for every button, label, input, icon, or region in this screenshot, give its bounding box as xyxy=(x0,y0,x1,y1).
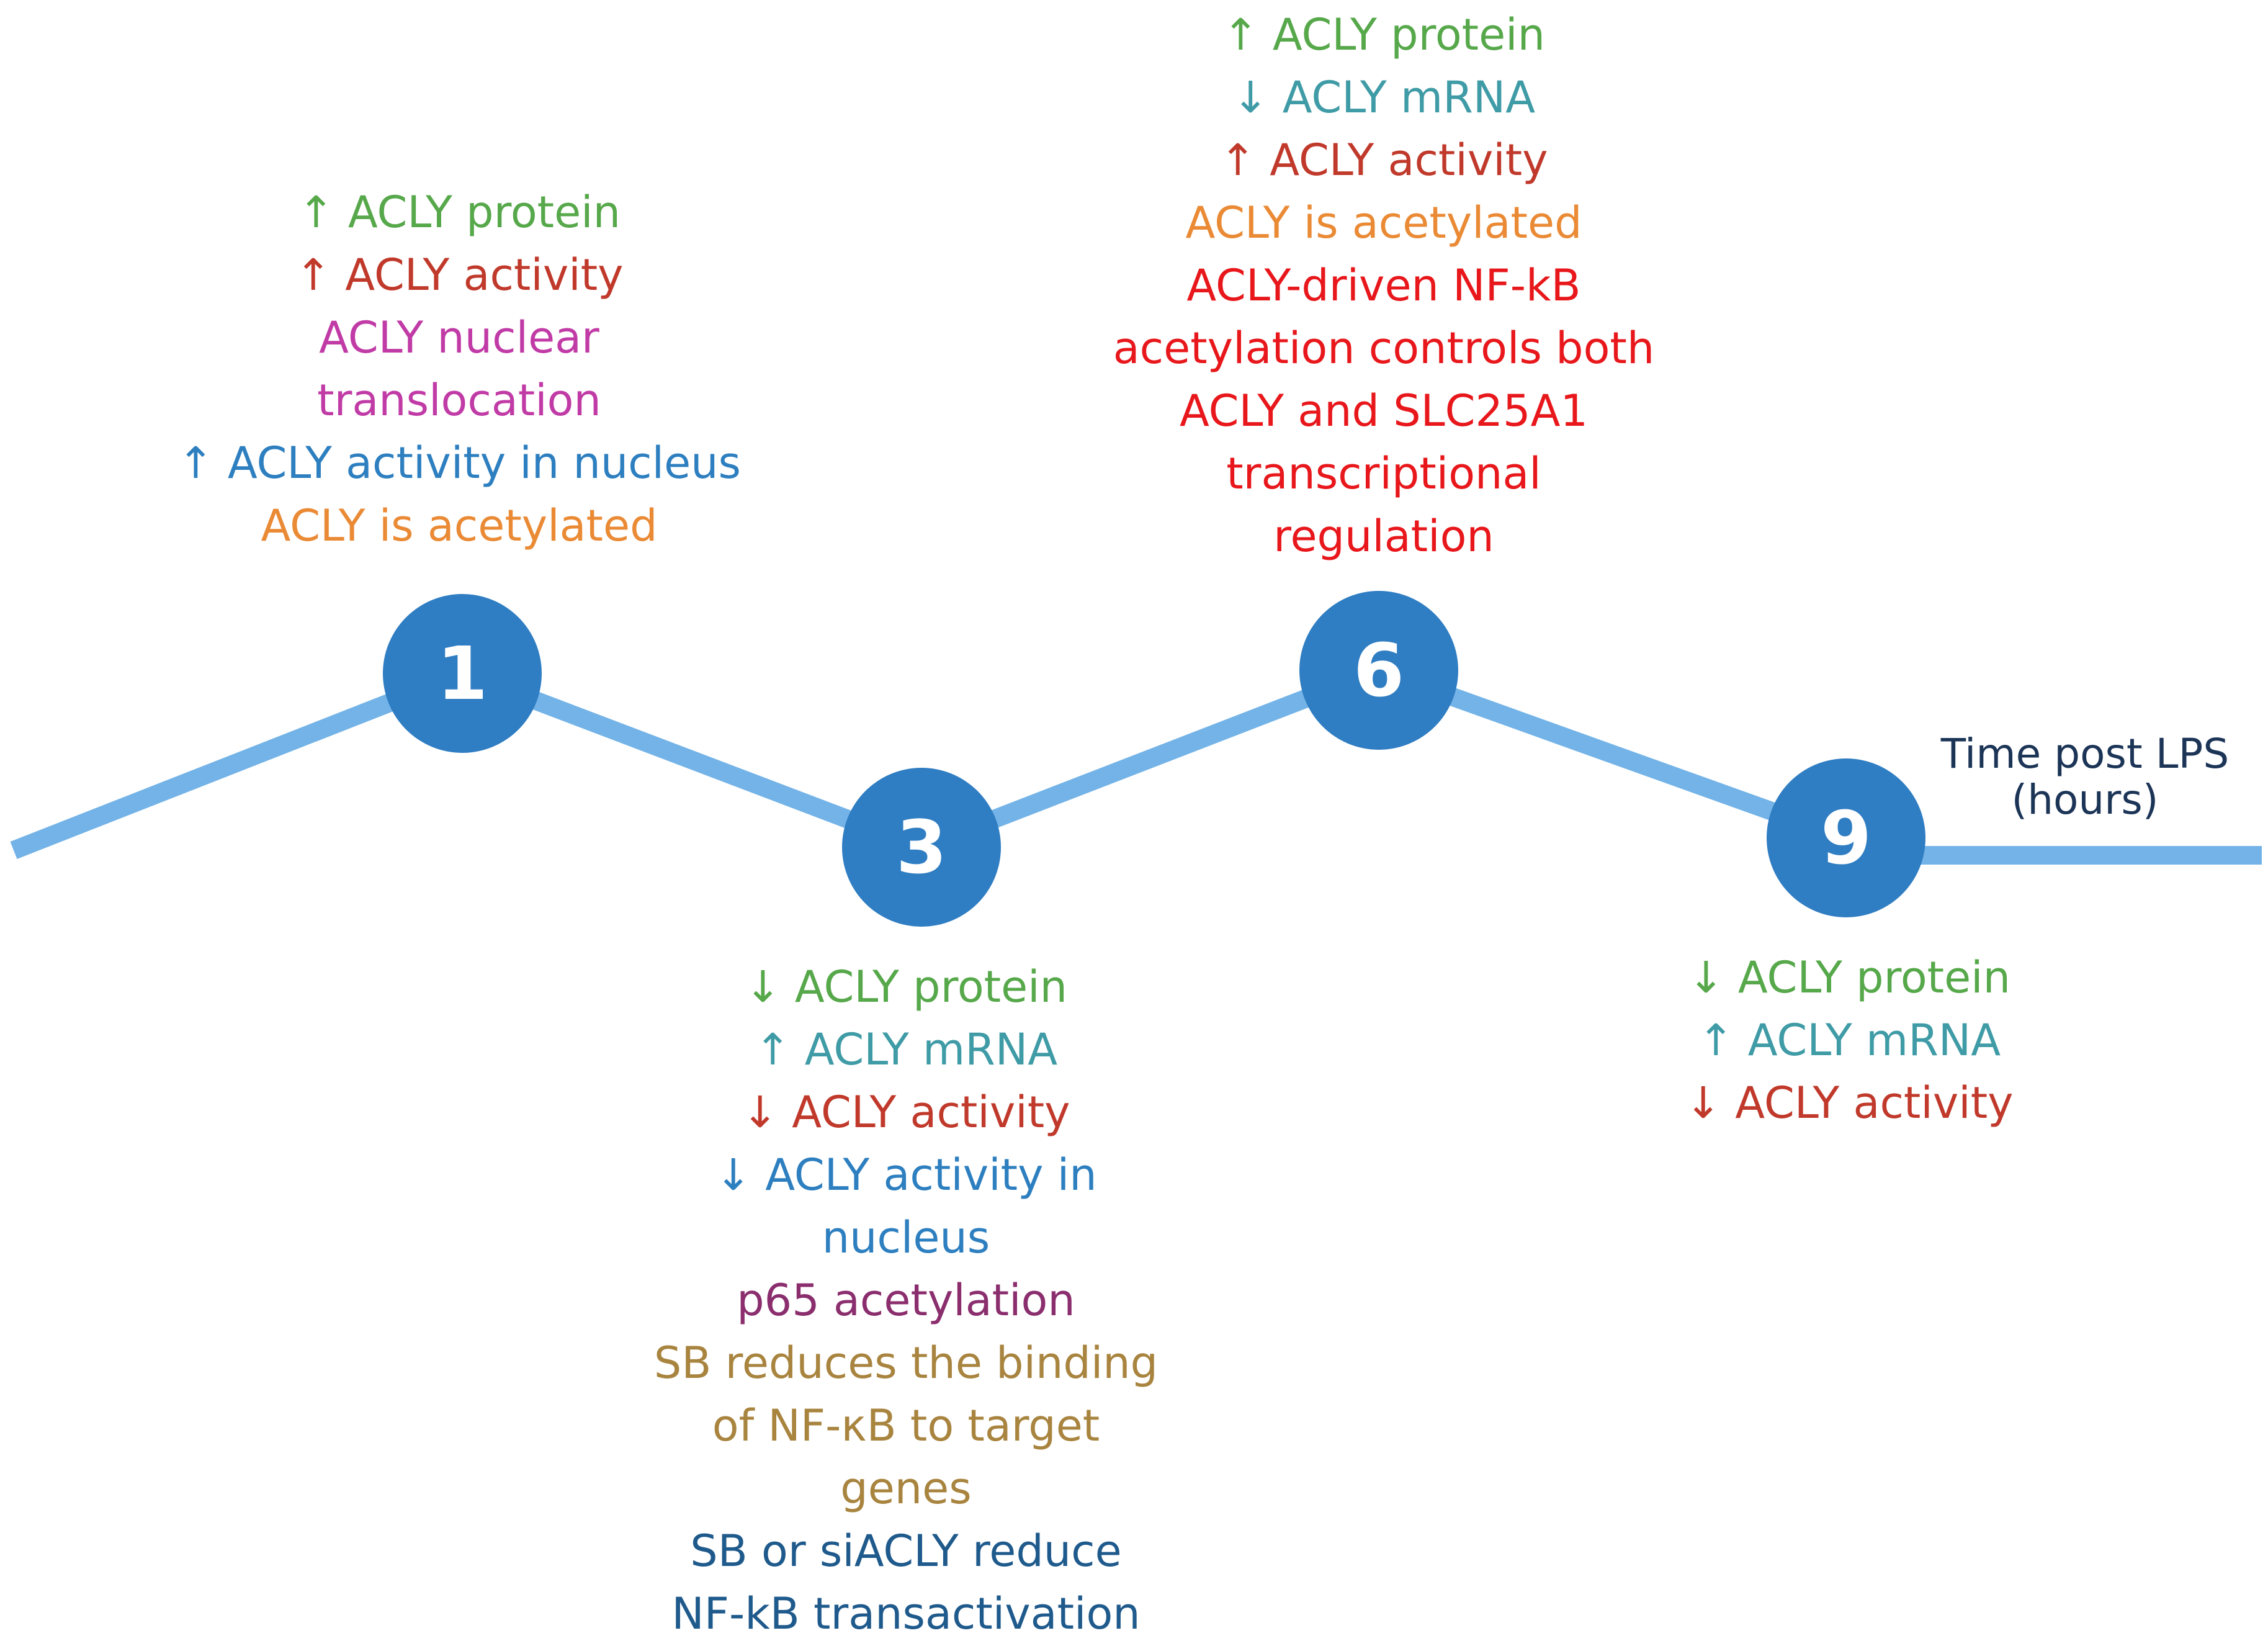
annotation-3h-line-2: ↑ ACLY mRNA xyxy=(754,1024,1058,1075)
annotation-3h-line-10: SB or siACLY reduce xyxy=(690,1526,1122,1577)
annotation-3h: ↓ ACLY protein ↑ ACLY mRNA ↓ ACLY activi… xyxy=(596,956,1216,1645)
node-9-circle xyxy=(1767,758,1925,917)
node-1: 1 xyxy=(383,594,542,753)
node-1-label: 1 xyxy=(437,631,488,716)
node-3-circle xyxy=(842,768,1001,927)
annotation-6h-line-5: ACLY-driven NF-kB xyxy=(1186,260,1581,311)
annotation-3h-line-4: ↓ ACLY activity in xyxy=(715,1149,1097,1200)
node-1-circle xyxy=(383,594,542,753)
annotation-3h-line-3: ↓ ACLY activity xyxy=(742,1087,1070,1138)
annotation-6h-line-9: regulation xyxy=(1273,511,1494,562)
annotation-9h-line-3: ↓ ACLY activity xyxy=(1685,1077,2014,1128)
annotation-9h: ↓ ACLY protein ↑ ACLY mRNA ↓ ACLY activi… xyxy=(1601,947,2097,1135)
annotation-3h-line-8: of NF-κB to target xyxy=(712,1400,1100,1451)
annotation-1h-line-4: translocation xyxy=(317,375,601,426)
node-3: 3 xyxy=(842,768,1001,927)
annotation-1h-line-6: ACLY is acetylated xyxy=(261,500,658,551)
annotation-3h-line-5: nucleus xyxy=(822,1212,990,1263)
annotation-6h-line-7: ACLY and SLC25A1 xyxy=(1180,385,1588,436)
annotation-1h-line-3: ACLY nuclear xyxy=(319,312,599,363)
annotation-6h-line-4: ACLY is acetylated xyxy=(1185,197,1582,248)
annotation-6h-line-2: ↓ ACLY mRNA xyxy=(1232,72,1536,123)
annotation-9h-line-2: ↑ ACLY mRNA xyxy=(1697,1015,2001,1066)
node-6-circle xyxy=(1299,591,1458,750)
annotation-6h-line-1: ↑ ACLY protein xyxy=(1222,9,1545,60)
time-axis-label-line-1: Time post LPS xyxy=(1940,730,2230,778)
annotation-6h: ↑ ACLY protein ↓ ACLY mRNA ↑ ACLY activi… xyxy=(1049,4,1719,568)
time-axis-label-line-2: (hours) xyxy=(2011,776,2159,824)
annotation-3h-line-7: SB reduces the binding xyxy=(653,1338,1159,1388)
node-3-label: 3 xyxy=(896,804,947,890)
annotation-3h-line-6: p65 acetylation xyxy=(737,1275,1075,1326)
annotation-3h-line-11: NF-kB transactivation xyxy=(671,1588,1141,1639)
annotation-1h: ↑ ACLY protein ↑ ACLY activity ACLY nucl… xyxy=(149,181,769,557)
annotation-6h-line-6: acetylation controls both xyxy=(1113,323,1655,374)
annotation-9h-line-1: ↓ ACLY protein xyxy=(1688,952,2010,1003)
node-6: 6 xyxy=(1299,591,1458,750)
time-axis-label: Time post LPS (hours) xyxy=(1899,731,2268,823)
node-9: 9 xyxy=(1767,758,1925,917)
node-6-label: 6 xyxy=(1353,628,1404,713)
annotation-3h-line-1: ↓ ACLY protein xyxy=(745,961,1067,1012)
annotation-1h-line-2: ↑ ACLY activity xyxy=(295,250,624,300)
annotation-1h-line-5: ↑ ACLY activity in nucleus xyxy=(177,438,742,488)
annotation-1h-line-1: ↑ ACLY protein xyxy=(298,187,621,238)
annotation-6h-line-8: transcriptional xyxy=(1226,448,1541,499)
node-9-label: 9 xyxy=(1821,795,1871,881)
annotation-6h-line-3: ↑ ACLY activity xyxy=(1219,135,1548,186)
annotation-3h-line-9: genes xyxy=(840,1463,972,1514)
